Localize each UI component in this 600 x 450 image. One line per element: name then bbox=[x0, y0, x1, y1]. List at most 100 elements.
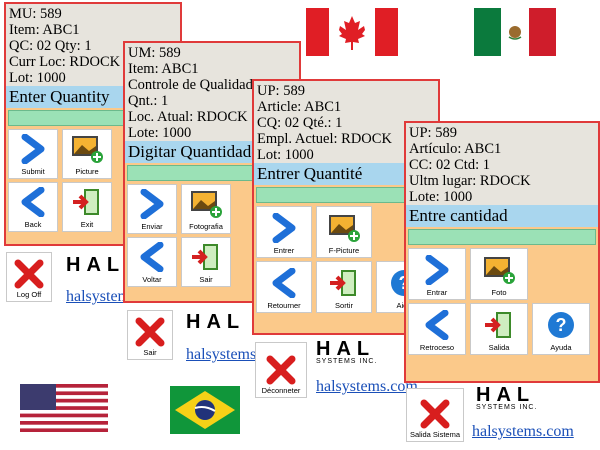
info-line: QC: 02 Qty: 1 bbox=[9, 38, 92, 54]
picture-button[interactable]: Fotografia bbox=[181, 184, 231, 234]
logo-brand: HAL bbox=[186, 311, 246, 333]
button-label: Ayuda bbox=[550, 343, 572, 352]
logo-brand: HAL bbox=[66, 254, 126, 276]
hal-logo: HAL bbox=[186, 311, 246, 333]
chevron-right-icon bbox=[425, 255, 449, 285]
back-button[interactable]: Voltar bbox=[127, 237, 177, 287]
info-line: Artículo: ABC1 bbox=[409, 141, 502, 157]
info-area: UP: 589 Artículo: ABC1 CC: 02 Ctd: 1 Ult… bbox=[406, 123, 598, 205]
panel-portuguese: UM: 589 Item: ABC1 Controle de Qualidade… bbox=[123, 41, 301, 303]
info-area: UP: 589 Article: ABC1 CQ: 02 Qté.: 1 Emp… bbox=[254, 81, 438, 163]
button-label: Retroceso bbox=[419, 343, 455, 352]
close-x-icon bbox=[14, 259, 44, 289]
button-label: Sair bbox=[199, 275, 213, 284]
info-line: Curr Loc: RDOCK bbox=[9, 54, 121, 70]
button-label: Retourner bbox=[267, 301, 301, 310]
exit-button[interactable]: Exit bbox=[62, 182, 112, 232]
button-label: Entrar bbox=[426, 288, 448, 297]
button-label: Picture bbox=[75, 167, 99, 176]
button-label: Enviar bbox=[141, 222, 163, 231]
submit-button[interactable]: Submit bbox=[8, 129, 58, 179]
button-label: F-Picture bbox=[328, 246, 360, 255]
help-button[interactable]: ? Ayuda bbox=[532, 303, 590, 355]
info-line: UP: 589 bbox=[257, 83, 305, 99]
back-button[interactable]: Retourner bbox=[256, 261, 312, 313]
help-icon: ? bbox=[548, 312, 574, 338]
website-link[interactable]: halsystems.com bbox=[472, 423, 574, 440]
picture-button[interactable]: Foto bbox=[470, 248, 528, 300]
usa-flag-icon bbox=[20, 384, 108, 432]
hal-logo: HAL SYSTEMS INC. bbox=[316, 338, 378, 366]
button-label: Entrer bbox=[273, 246, 295, 255]
log-off-button[interactable]: Sair bbox=[127, 310, 173, 360]
hal-logo: HAL bbox=[66, 254, 126, 276]
submit-button[interactable]: Enviar bbox=[127, 184, 177, 234]
picture-button[interactable]: Picture bbox=[62, 129, 112, 179]
button-label: Foto bbox=[491, 288, 507, 297]
prompt-label: Entre cantidad bbox=[406, 205, 598, 227]
canada-flag-icon bbox=[306, 8, 398, 56]
picture-button[interactable]: F-Picture bbox=[316, 206, 372, 258]
chevron-left-icon bbox=[140, 242, 164, 272]
quantity-input[interactable] bbox=[408, 229, 596, 245]
chevron-right-icon bbox=[140, 189, 164, 219]
panel-spanish: UP: 589 Artículo: ABC1 CC: 02 Ctd: 1 Ult… bbox=[404, 121, 600, 383]
button-label: Salida bbox=[488, 343, 510, 352]
button-label: Exit bbox=[80, 220, 94, 229]
chevron-right-icon bbox=[272, 213, 296, 243]
logo-brand: HAL bbox=[476, 384, 536, 406]
back-button[interactable]: Retroceso bbox=[408, 303, 466, 355]
info-line: UM: 589 bbox=[128, 45, 181, 61]
info-line: Ultm lugar: RDOCK bbox=[409, 173, 531, 189]
button-label: Sair bbox=[143, 348, 157, 357]
logo-tagline: SYSTEMS INC. bbox=[316, 358, 378, 365]
hal-logo: HAL SYSTEMS INC. bbox=[476, 384, 538, 412]
log-off-button[interactable]: Log Off bbox=[6, 252, 52, 302]
button-label: Log Off bbox=[16, 290, 42, 299]
log-off-button[interactable]: Salida Sistema bbox=[406, 388, 464, 442]
close-x-icon bbox=[266, 355, 296, 385]
back-button[interactable]: Back bbox=[8, 182, 58, 232]
svg-text:?: ? bbox=[556, 315, 567, 335]
exit-button[interactable]: Sortir bbox=[316, 261, 372, 313]
picture-add-icon bbox=[191, 191, 222, 218]
logo-tagline: SYSTEMS INC. bbox=[476, 404, 538, 411]
info-line: Article: ABC1 bbox=[257, 99, 342, 115]
info-line: UP: 589 bbox=[409, 125, 457, 141]
button-label: Aide bbox=[396, 301, 411, 310]
close-x-icon bbox=[420, 399, 450, 429]
button-label: Sortir bbox=[335, 301, 353, 310]
logo-brand: HAL bbox=[316, 338, 376, 360]
picture-add-icon bbox=[72, 136, 103, 163]
website-link[interactable]: halsystems.com bbox=[316, 378, 418, 395]
close-x-icon bbox=[135, 317, 165, 347]
button-label: Déconneter bbox=[261, 386, 301, 395]
exit-door-icon bbox=[192, 244, 218, 270]
log-off-button[interactable]: Déconneter bbox=[255, 342, 307, 398]
exit-button[interactable]: Salida bbox=[470, 303, 528, 355]
info-line: Empl. Actuel: RDOCK bbox=[257, 131, 392, 147]
chevron-right-icon bbox=[21, 134, 45, 164]
button-label: Submit bbox=[21, 167, 45, 176]
info-line: Lot: 1000 bbox=[9, 70, 66, 86]
info-line: Item: ABC1 bbox=[128, 61, 199, 77]
exit-door-icon bbox=[330, 270, 356, 296]
info-line: MU: 589 bbox=[9, 6, 62, 22]
button-label: Salida Sistema bbox=[409, 430, 461, 439]
info-line: Lot: 1000 bbox=[257, 147, 314, 163]
exit-button[interactable]: Sair bbox=[181, 237, 231, 287]
info-line: Controle de Qualidade bbox=[128, 77, 260, 93]
chevron-left-icon bbox=[425, 310, 449, 340]
picture-add-icon bbox=[329, 215, 360, 242]
submit-button[interactable]: Entrer bbox=[256, 206, 312, 258]
chevron-left-icon bbox=[272, 268, 296, 298]
info-line: Loc. Atual: RDOCK bbox=[128, 109, 248, 125]
mexico-flag-icon bbox=[474, 8, 556, 56]
submit-button[interactable]: Entrar bbox=[408, 248, 466, 300]
button-label: Voltar bbox=[142, 275, 162, 284]
button-label: Back bbox=[24, 220, 42, 229]
prompt-label: Entrer Quantité bbox=[254, 163, 438, 185]
exit-door-icon bbox=[73, 189, 99, 215]
info-line: Item: ABC1 bbox=[9, 22, 80, 38]
info-line: Lote: 1000 bbox=[409, 189, 473, 205]
